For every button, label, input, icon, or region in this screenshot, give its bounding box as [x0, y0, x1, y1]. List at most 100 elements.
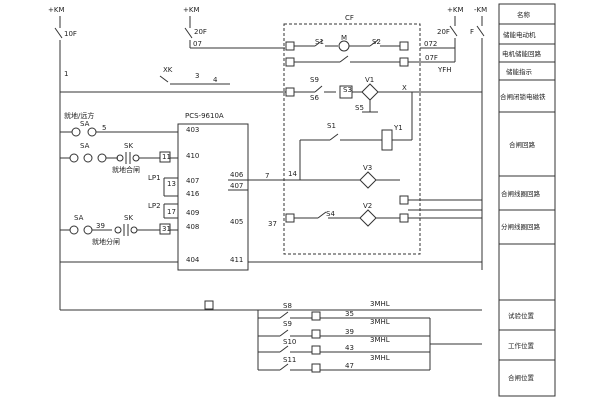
relay-pin-408: 408 [186, 223, 199, 231]
mech-s3-label: S3 [343, 86, 352, 94]
legend-item-10: 合闸位置 [508, 373, 535, 382]
coil-y1 [381, 129, 393, 151]
relay-device: PCS-9610A 403 410 407 416 409 408 404 40… [177, 112, 297, 271]
mech-s6-label: S6 [310, 94, 319, 102]
sk-label-2: SK [124, 214, 133, 222]
mech-s9-label: S9 [310, 76, 319, 84]
bus-left-label: +KM [48, 6, 65, 14]
sig-39-label: 39 [345, 328, 354, 336]
relay-pin-405: 405 [230, 218, 243, 226]
mech-y1-label: Y1 [393, 124, 403, 132]
motor-circuit: 07 072 CF S1 M S2 07F YFH XK [60, 14, 482, 255]
sig-hl4-label: 3MHL [370, 354, 390, 362]
mech-x-label: X [402, 84, 407, 92]
mech-s1-label: S1 [315, 38, 324, 46]
mech-s4-label: S4 [326, 210, 335, 218]
mech-14-label: 14 [288, 170, 297, 178]
sig-47-label: 47 [345, 362, 354, 370]
bus-right-b-label: -KM [474, 6, 487, 14]
motor-symbol [338, 40, 350, 52]
sig-hl3-label: 3MHL [370, 336, 390, 344]
breaker-20f-label: 20F [194, 28, 207, 36]
sig-s9-label: S9 [283, 320, 292, 328]
legend-item-3: 储能指示 [506, 67, 533, 76]
relay-pin-411: 411 [230, 256, 243, 264]
relay-box [177, 123, 249, 271]
lp1-label: LP1 [148, 174, 161, 182]
relay-pin-409: 409 [186, 209, 199, 217]
sa-label-2: SA [80, 142, 90, 150]
terminal-3-label: 3 [195, 72, 199, 80]
terminal-07-label: 07 [193, 40, 202, 48]
breaker-f-right-label: F [470, 28, 474, 36]
relay-name: PCS-9610A [185, 112, 224, 120]
legend-item-1: 储能电动机 [503, 30, 536, 39]
relay-pin-406: 406 [230, 171, 244, 179]
legend-item-4: 合闸闭锁电磁铁 [500, 92, 546, 101]
n17-label: 17 [167, 208, 176, 216]
breaker-10f-switch [54, 27, 63, 39]
relay-pin-416: 416 [186, 190, 200, 198]
n11-label: 11 [162, 153, 171, 161]
lp2-label: LP2 [148, 202, 161, 210]
relay-pin-407: 407 [186, 177, 199, 185]
legend-item-8: 试验位置 [508, 311, 535, 320]
relay-pin-404: 404 [186, 256, 200, 264]
n31-label: 31 [162, 225, 171, 233]
terminal-072-label: 072 [424, 40, 437, 48]
relay-pin-403: 403 [186, 126, 199, 134]
breaker-20f-right-label: 20F [437, 28, 450, 36]
sig-35-label: 35 [345, 310, 354, 318]
sig-s11-label: S11 [283, 356, 296, 364]
mech-v3-label: V3 [363, 164, 372, 172]
relay-pin-407b: 407 [230, 182, 243, 190]
terminal-07f-label: 07F [425, 54, 438, 62]
sig-hl2-label: 3MHL [370, 318, 390, 326]
sk-label-1: SK [124, 142, 133, 150]
trip-circuit: V3 S4 V2 [285, 140, 483, 227]
rectifier-v1 [361, 83, 379, 101]
rectifier-v3 [359, 171, 377, 189]
cf-label: CF [345, 14, 354, 22]
relay-pin-410: 410 [186, 152, 199, 160]
breaker-10f-label: 10F [64, 30, 77, 38]
mech-s5-label: S5 [355, 104, 364, 112]
terminal-39-label: 39 [96, 222, 105, 230]
motor-m-label: M [341, 34, 347, 42]
terminal-1: 1 [64, 70, 68, 78]
sig-hl1-label: 3MHL [370, 300, 390, 308]
local-remote-label: 就地/远方 [64, 111, 94, 120]
legend-item-6: 合闸线圈回路 [501, 189, 541, 198]
legend-item-0: 名称 [517, 10, 531, 19]
sig-43-label: 43 [345, 344, 354, 352]
sa-label-1: SA [80, 120, 90, 128]
bus-mid-label: +KM [183, 6, 200, 14]
legend-item-2: 电机储能回路 [502, 49, 542, 58]
mech-v2-label: V2 [363, 202, 372, 210]
terminal-xk-label: XK [163, 66, 173, 74]
sig-s10-label: S10 [283, 338, 296, 346]
mech-s1b-label: S1 [327, 122, 336, 130]
terminal-yfh-label: YFH [437, 66, 452, 74]
terminal-7-label: 7 [265, 172, 269, 180]
local-open-label: 就地分闸 [92, 237, 120, 246]
terminal-37-label: 37 [268, 220, 277, 228]
terminal-4-label: 4 [213, 76, 218, 84]
legend-item-7: 分闸线圈回路 [501, 222, 541, 231]
mech-s2-label: S2 [372, 38, 381, 46]
sig-s8-label: S8 [283, 302, 292, 310]
n13-label: 13 [167, 180, 176, 188]
sa-label-3: SA [74, 214, 84, 222]
supply-buses: +KM +KM +KM -KM 10F 1 20F 20F F [48, 6, 487, 310]
legend-item-5: 合闸回路 [509, 140, 536, 149]
mech-v1-label: V1 [365, 76, 374, 84]
bus-right-a-label: +KM [447, 6, 464, 14]
legend-table: 名称 储能电动机 电机储能回路 储能指示 合闸闭锁电磁铁 合闸回路 合闸线圈回路… [498, 3, 556, 397]
local-close-label: 就地合闸 [112, 165, 140, 174]
rectifier-v2 [359, 209, 377, 227]
legend-item-9: 工作位置 [508, 341, 535, 350]
signal-circuits: S8 35 3MHL S9 39 3MHL S10 43 3MHL S11 [60, 300, 482, 373]
local-control: 就地/远方 SA 5 SA SK 11 就地合闸 LP1 13 LP2 17 [60, 111, 482, 263]
terminal-5-label: 5 [102, 124, 106, 132]
